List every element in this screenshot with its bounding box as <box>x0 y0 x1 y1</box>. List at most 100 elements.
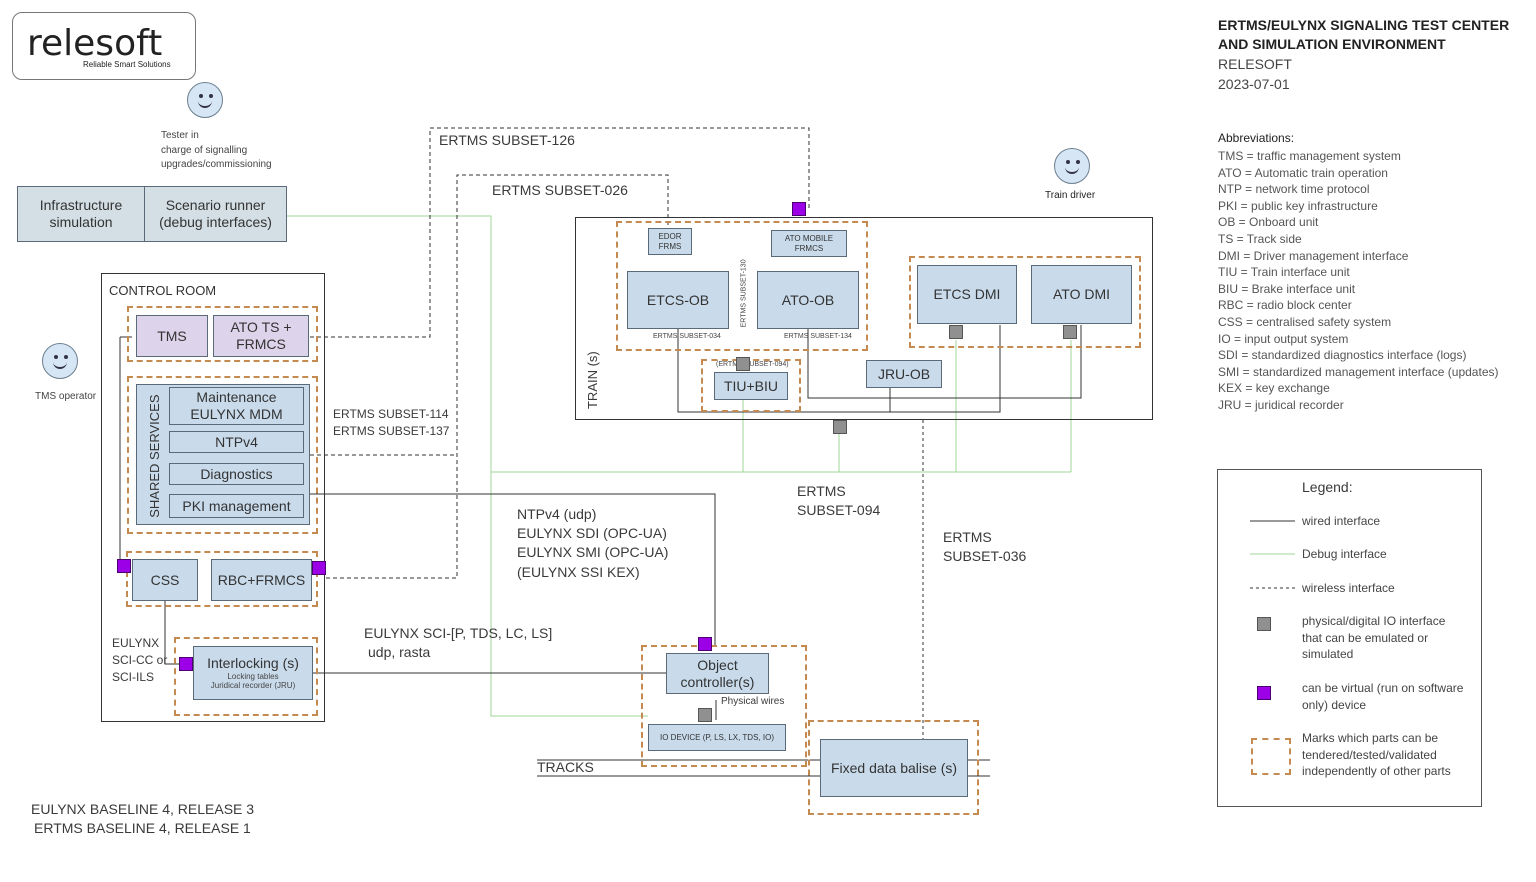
subset-114-label: ERTMS SUBSET-114 <box>333 407 449 421</box>
footer-line2: ERTMS BASELINE 4, RELEASE 1 <box>34 820 251 836</box>
abbreviation-item: ATO = Automatic train operation <box>1218 165 1388 180</box>
object-line2: controller(s) <box>680 673 755 690</box>
train-io-marker <box>833 420 847 434</box>
etcs-dmi-io-marker <box>949 325 963 339</box>
tiu-biu-mark <box>701 359 801 412</box>
jru-ob-box: JRU-OB <box>866 360 942 388</box>
interlocking-box: Interlocking (s) Locking tables Juridica… <box>193 646 313 700</box>
legend-io-label: physical/digital IO interface that can b… <box>1302 614 1446 661</box>
legend-marks-label: Marks which parts can be tendered/tested… <box>1302 731 1451 778</box>
css-virtual-marker <box>117 559 131 573</box>
subset-134-label: ERTMS SUBSET-134 <box>784 333 852 340</box>
ato-dmi-box: ATO DMI <box>1031 265 1132 324</box>
abbreviation-item: KEX = key exchange <box>1218 381 1330 396</box>
tester-label-line1: Tester in <box>161 130 199 141</box>
train-driver-face-icon <box>1054 148 1090 184</box>
css-label: CSS <box>150 571 180 588</box>
edor-line1: EDOR <box>658 231 682 241</box>
edor-line2: FRMS <box>658 241 682 251</box>
abbreviation-item: OB = Onboard unit <box>1218 215 1319 230</box>
control-room-frame <box>101 273 325 722</box>
sci-label-line1: EULYNX SCI-[P, TDS, LC, LS] <box>364 625 553 641</box>
tms-operator-label: TMS operator <box>35 391 97 402</box>
interlocking-label: Interlocking (s) <box>207 655 299 671</box>
legend-wireless-label: wireless interface <box>1302 581 1395 595</box>
ato-ts-line1: ATO TS + <box>230 319 292 336</box>
wired-line <box>119 336 132 560</box>
protocols-line3: EULYNX SMI (OPC-UA) <box>517 544 669 560</box>
jru-label: Juridical recorder (JRU) <box>210 681 296 691</box>
legend-title: Legend: <box>1302 479 1353 495</box>
shared-services-label: SHARED SERVICES <box>146 394 162 518</box>
etcs-ob-box: ETCS-OB <box>627 271 729 329</box>
legend-marks-icon <box>1251 738 1291 775</box>
subset-026-label: ERTMS SUBSET-026 <box>492 182 628 198</box>
css-box: CSS <box>132 559 198 601</box>
jru-ob-label: JRU-OB <box>877 365 931 382</box>
ato-dmi-label: ATO DMI <box>1052 286 1111 303</box>
train-driver-label: Train driver <box>1045 190 1096 201</box>
abbreviation-item: SMI = standardized management interface … <box>1218 364 1499 379</box>
css-rbc-mark <box>126 551 318 607</box>
tester-face-icon <box>187 82 223 118</box>
io-device-label: IO DEVICE (P, LS, LX, TDS, IO) <box>660 732 774 742</box>
abbreviation-item: BIU = Brake interface unit <box>1218 281 1356 296</box>
eulynx-sci-line3: SCI-ILS <box>112 670 155 684</box>
subset-094-small-label: (ERTMS SUBSET-094) <box>716 361 789 368</box>
train-label: TRAIN (s) <box>584 351 600 410</box>
protocols-line1: NTPv4 (udp) <box>517 506 597 522</box>
abbreviation-item: NTP = network time protocol <box>1218 182 1370 197</box>
abbreviation-item: TMS = traffic management system <box>1218 149 1401 163</box>
wireless-line <box>326 174 669 579</box>
maint-line1: Maintenance <box>196 389 277 406</box>
logo-tagline: Reliable Smart Solutions <box>83 60 171 69</box>
ntp-label: NTPv4 <box>215 433 258 450</box>
physical-wires-label: Physical wires <box>721 696 785 707</box>
maint-line2: EULYNX MDM <box>190 406 283 422</box>
infrastructure-simulation-box: Infrastructure simulation <box>17 186 145 242</box>
abbreviation-item: DMI = Driver management interface <box>1218 248 1409 263</box>
object-controller-mark <box>641 645 807 767</box>
diagram-title-line2: AND SIMULATION ENVIRONMENT <box>1218 36 1446 52</box>
etcs-dmi-box: ETCS DMI <box>917 265 1017 324</box>
rbc-frmcs-box: RBC+FRMCS <box>211 559 312 601</box>
legend-debug-label: Debug interface <box>1302 547 1387 561</box>
interlocking-virtual-marker <box>179 657 193 671</box>
rbc-virtual-marker <box>312 561 326 575</box>
abbreviation-item: JRU = juridical recorder <box>1218 397 1344 412</box>
eulynx-sci-line2: SCI-CC or <box>112 653 168 667</box>
tms-box: TMS <box>136 315 208 357</box>
tms-label: TMS <box>157 327 187 344</box>
ato-mobile-virtual-marker <box>792 202 806 216</box>
scenario-line2: (debug interfaces) <box>159 214 272 230</box>
legend-wired-label: wired interface <box>1302 514 1381 528</box>
abbreviation-item: CSS = centralised safety system <box>1218 314 1392 329</box>
ato-ts-frmcs-box: ATO TS + FRMCS <box>213 315 309 357</box>
object-controller-box: Object controller(s) <box>666 653 769 694</box>
locking-tables-label: Locking tables <box>227 671 279 681</box>
subset-034-label: ERTMS SUBSET-034 <box>653 333 721 340</box>
legend-frame <box>1217 469 1482 807</box>
abbreviation-item: SDI = standardized diagnostics interface… <box>1218 348 1467 363</box>
pki-label: PKI management <box>182 497 291 514</box>
scenario-line1: Scenario runner <box>165 197 266 214</box>
abbreviation-item: RBC = radio block center <box>1218 298 1352 313</box>
tms-group-mark <box>127 306 318 362</box>
infra-line2: simulation <box>49 214 113 230</box>
subset-036-line1: ERTMS <box>943 529 992 545</box>
legend-virtual-label: can be virtual (run on software only) de… <box>1302 681 1464 712</box>
tiu-io-marker <box>736 357 750 371</box>
legend-lines <box>1250 520 1295 589</box>
rbc-label: RBC+FRMCS <box>217 571 306 588</box>
io-device-marker <box>698 708 712 722</box>
eulynx-sci-line1: EULYNX <box>112 636 160 650</box>
subset-126-label: ERTMS SUBSET-126 <box>439 132 575 148</box>
ato-mobile-frmcs-box: ATO MOBILE FRMCS <box>771 230 847 257</box>
tester-label-line2: charge of signalling <box>161 145 248 156</box>
object-controller-virtual-marker <box>698 637 712 651</box>
subset-130-label: ERTMS SUBSET-130 <box>740 259 748 328</box>
wired-line <box>807 325 1082 399</box>
train-frame <box>575 217 1153 420</box>
